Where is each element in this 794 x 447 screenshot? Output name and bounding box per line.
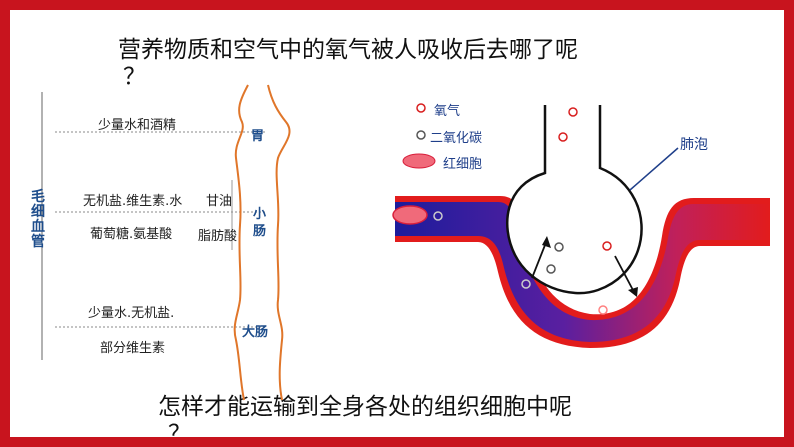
question-bottom: 怎样才能运输到全身各处的组织细胞中呢 [158, 394, 572, 420]
red-blood-cell [392, 205, 428, 225]
co2-bubble [433, 211, 443, 221]
co2-arrow [531, 239, 548, 279]
gut-outline-left [233, 84, 249, 401]
organ-stomach: 胃 [251, 129, 265, 144]
co2-molecule [546, 264, 556, 274]
organ-small-intestine-2: 肠 [253, 224, 267, 239]
slide: 营养物质和空气中的氧气被人吸收后去哪了呢 ？ 怎样才能运输到全身各处的组织细胞中… [10, 10, 784, 437]
legend-co2: 二氧化碳 [430, 131, 483, 146]
gut-outline-right [267, 84, 291, 401]
absorb-large-row1: 少量水.无机盐. [88, 306, 175, 321]
legend-co2-icon [416, 130, 426, 140]
co2-arrowhead [542, 236, 551, 248]
oxygen-arrow [614, 255, 635, 293]
absorb-large-row2: 部分维生素 [100, 341, 166, 356]
oxygen-molecule [568, 107, 578, 117]
absorb-small-row2: 葡萄糖.氨基酸 [90, 227, 173, 242]
legend-rbc-icon [402, 153, 436, 169]
co2-molecule [554, 242, 564, 252]
organ-small-intestine-1: 小 [253, 207, 267, 222]
absorb-small-row1: 无机盐.维生素.水 [83, 194, 183, 209]
question-bottom-mark: ？ [168, 421, 191, 437]
alveolus-pointer [629, 147, 679, 191]
capillary-label: 毛 细 血 管 [31, 189, 45, 250]
alveolus [506, 105, 643, 295]
alveolus-label: 肺泡 [680, 137, 708, 153]
oxygen-molecule [558, 132, 568, 142]
legend-oxygen-icon [416, 103, 426, 113]
legend-rbc: 红细胞 [443, 157, 483, 172]
question-top-mark: ？ [123, 64, 146, 90]
absorb-small-row2-b: 脂肪酸 [198, 229, 238, 244]
co2-molecule [521, 279, 531, 289]
digestion-diagram [41, 84, 770, 401]
absorb-small-row1-b: 甘油 [206, 194, 233, 209]
oxygen-arrowhead [628, 287, 638, 297]
capillary-vessel [395, 202, 770, 342]
oxygen-molecule [602, 241, 612, 251]
oxygen-molecule [598, 305, 608, 315]
absorb-stomach: 少量水和酒精 [98, 118, 177, 133]
legend-oxygen: 氧气 [434, 104, 461, 119]
question-top: 营养物质和空气中的氧气被人吸收后去哪了呢 [118, 37, 578, 63]
organ-large-intestine: 大肠 [242, 325, 269, 340]
